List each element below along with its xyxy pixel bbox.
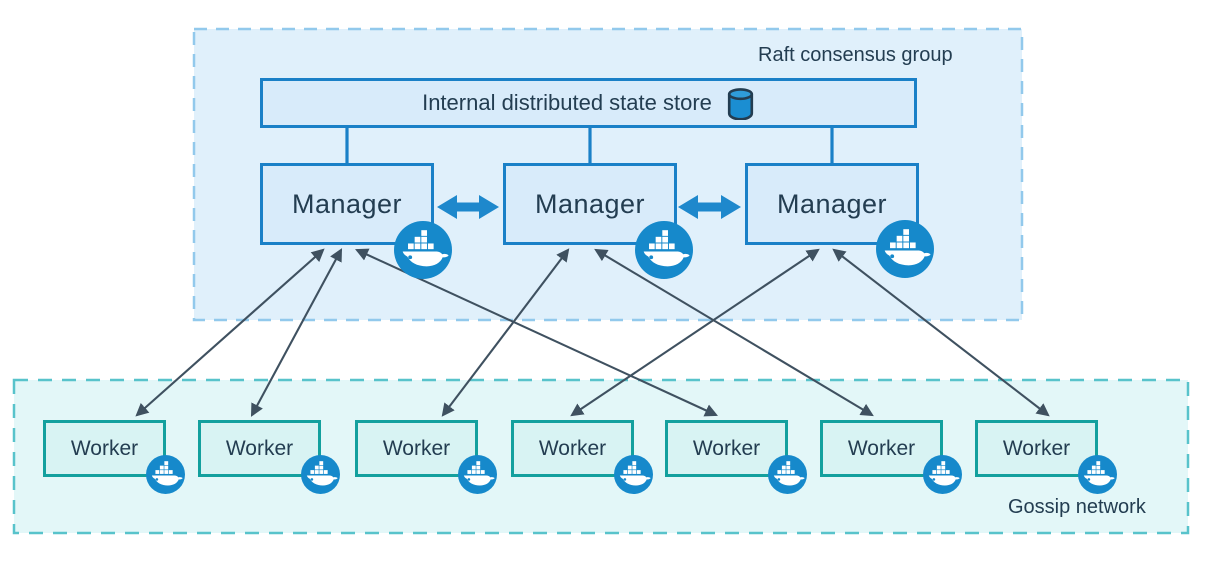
- worker-2-label: Worker: [225, 436, 294, 460]
- worker-5-box: Worker: [665, 420, 788, 477]
- docker-whale-icon: [614, 455, 653, 494]
- docker-whale-icon: [876, 220, 934, 278]
- worker-2-box: Worker: [198, 420, 321, 477]
- worker-7-label: Worker: [1002, 436, 1071, 460]
- state-store-box: Internal distributed state store: [260, 78, 917, 128]
- worker-6-label: Worker: [847, 436, 916, 460]
- state-store-label: Internal distributed state store: [422, 90, 712, 115]
- docker-whale-icon: [301, 455, 340, 494]
- docker-whale-icon: [458, 455, 497, 494]
- worker-4-box: Worker: [511, 420, 634, 477]
- worker-1-label: Worker: [70, 436, 139, 460]
- docker-whale-icon: [1078, 455, 1117, 494]
- manager-2-label: Manager: [534, 188, 646, 219]
- gossip-network-label: Gossip network: [1008, 496, 1146, 518]
- database-cylinder-icon: [727, 88, 754, 120]
- docker-whale-icon: [635, 221, 693, 279]
- docker-whale-icon: [768, 455, 807, 494]
- docker-whale-icon: [146, 455, 185, 494]
- manager-1-box: Manager: [260, 163, 434, 245]
- worker-4-label: Worker: [538, 436, 607, 460]
- worker-1-box: Worker: [43, 420, 166, 477]
- docker-whale-icon: [394, 221, 452, 279]
- docker-whale-icon: [923, 455, 962, 494]
- manager-3-label: Manager: [776, 188, 888, 219]
- worker-5-label: Worker: [692, 436, 761, 460]
- worker-6-box: Worker: [820, 420, 943, 477]
- raft-group-label: Raft consensus group: [758, 44, 953, 66]
- worker-7-box: Worker: [975, 420, 1098, 477]
- worker-3-label: Worker: [382, 436, 451, 460]
- manager-1-label: Manager: [291, 188, 403, 219]
- worker-3-box: Worker: [355, 420, 478, 477]
